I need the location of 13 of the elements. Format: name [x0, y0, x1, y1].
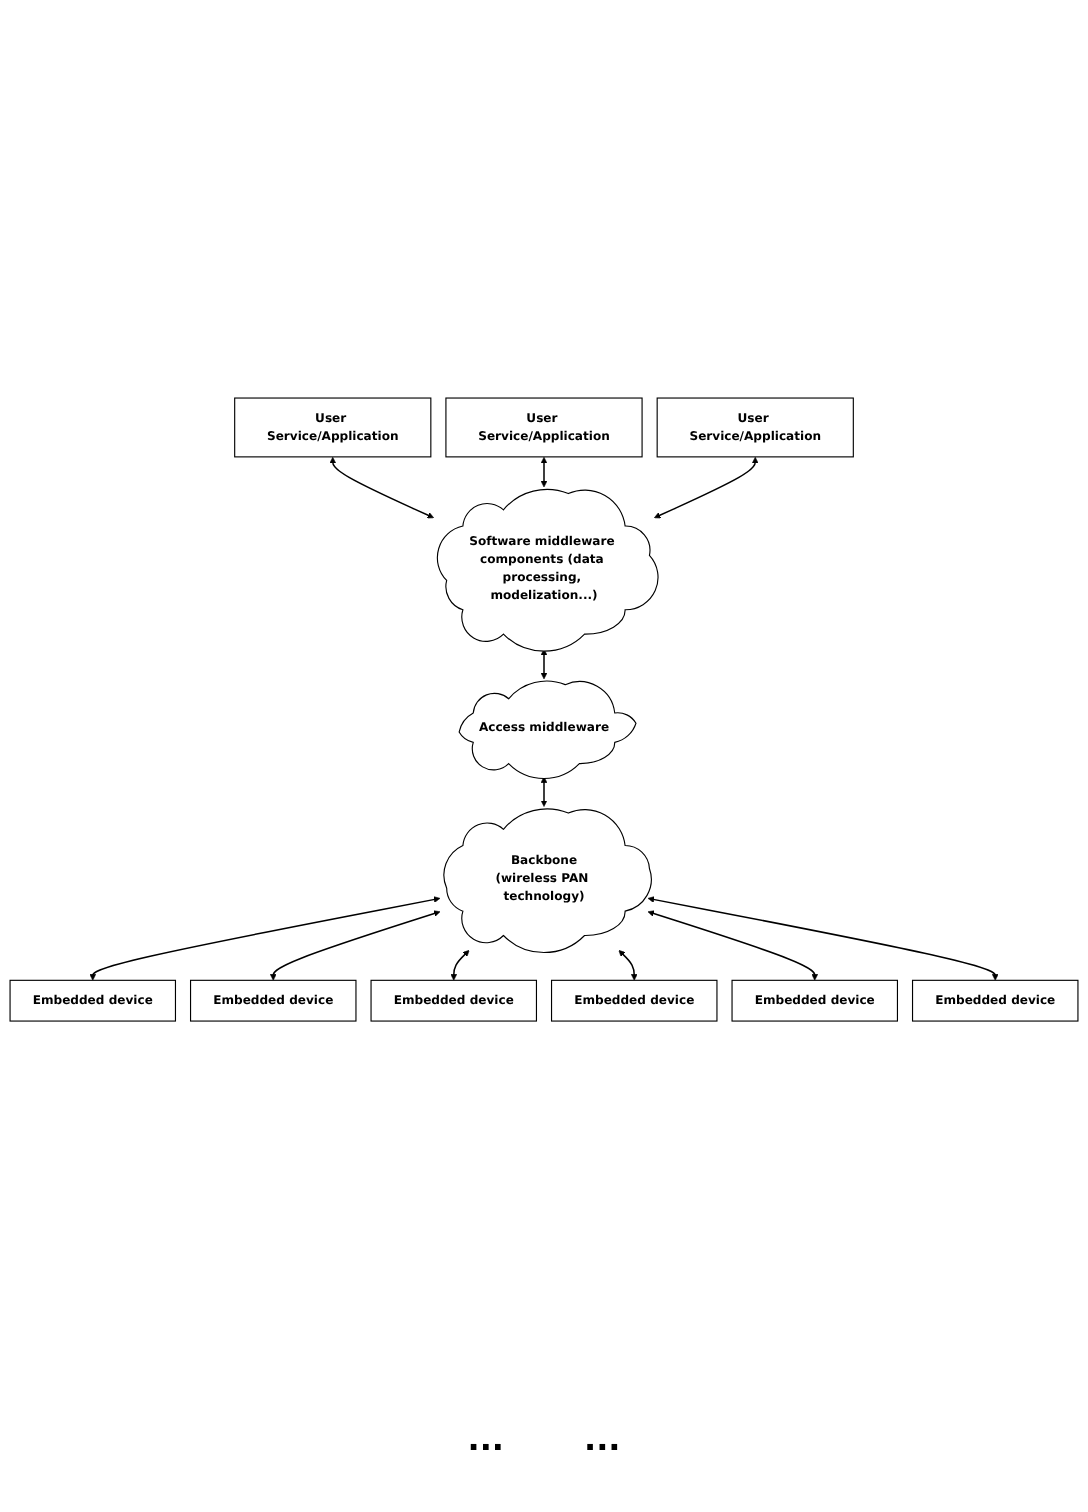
- ellipsis-label: ...: [467, 1420, 504, 1458]
- arrow: [269, 910, 441, 982]
- arrow: [647, 910, 819, 982]
- arrow: [647, 896, 999, 982]
- arrow: [540, 457, 548, 488]
- arrow: [540, 649, 548, 680]
- ellipsis-label: ...: [584, 1420, 621, 1458]
- arrow: [540, 776, 548, 808]
- arrow: [329, 457, 434, 519]
- arrow: [89, 896, 441, 982]
- arrow: [450, 950, 470, 982]
- arrow: [618, 950, 638, 982]
- arrow: [654, 457, 759, 519]
